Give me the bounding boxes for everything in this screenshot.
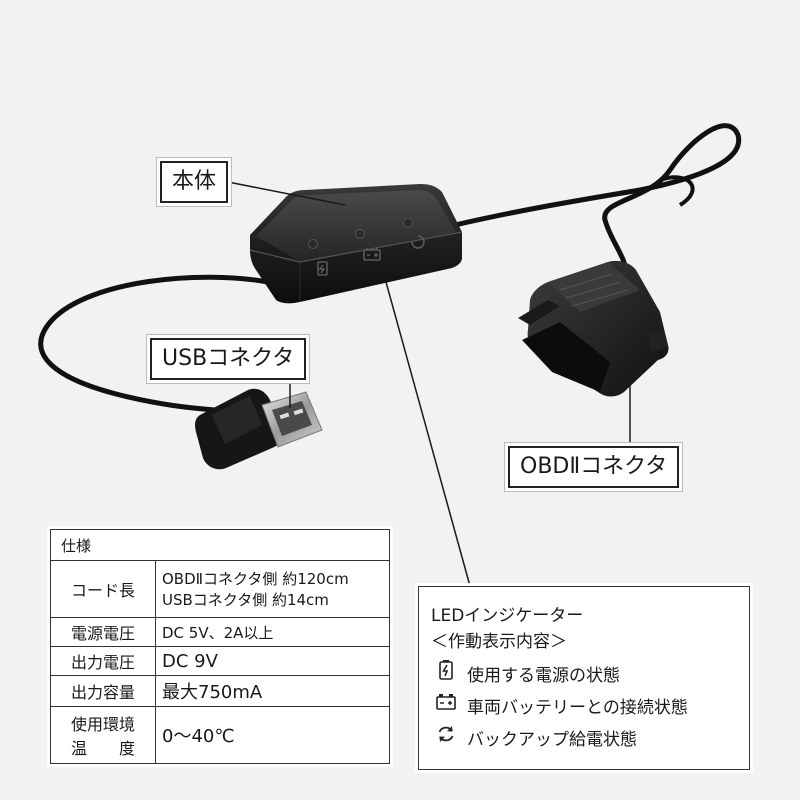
- car-battery-icon: [436, 694, 456, 710]
- device-body: [249, 184, 463, 304]
- callout-usb-connector: USBコネクタ: [150, 338, 307, 380]
- spec-value: OBDⅡコネクタ側 約120cm USBコネクタ側 約14cm: [155, 560, 390, 618]
- callout-body: 本体: [160, 161, 229, 203]
- spec-row-cord-length: コード長 OBDⅡコネクタ側 約120cm USBコネクタ側 約14cm: [50, 560, 390, 618]
- cycle-arrows-icon: [438, 726, 454, 742]
- spec-key: 使用環境 温 度: [50, 706, 156, 764]
- spec-value-line: OBDⅡコネクタ側 約120cm: [162, 570, 349, 588]
- battery-bolt-icon: [439, 660, 453, 680]
- spec-key: コード長: [50, 560, 156, 618]
- spec-value-line: USBコネクタ側 約14cm: [162, 591, 329, 609]
- led-item-label: 使用する電源の状態: [467, 666, 620, 686]
- callout-obd-connector: OBDⅡコネクタ: [508, 446, 680, 488]
- led-indicator-box: LEDインジケーター ＜作動表示内容＞ 使用する電源の状態 車両バッテリーとの接…: [418, 586, 750, 770]
- spec-value: DC 9V: [155, 646, 390, 676]
- spec-key: 電源電圧: [50, 617, 156, 647]
- obd-cable: [452, 123, 742, 283]
- led-box-subtitle: ＜作動表示内容＞: [431, 632, 567, 652]
- led-box-title: LEDインジケーター: [431, 606, 584, 626]
- spec-header-row: 仕様: [50, 529, 390, 561]
- spec-value: 0〜40℃: [155, 706, 390, 764]
- backup-power-icon: [411, 235, 425, 249]
- car-battery-icon: [363, 248, 381, 261]
- usb-connector: [195, 388, 323, 470]
- spec-row-output-voltage: 出力電圧 DC 9V: [50, 646, 390, 676]
- led-mid: [355, 229, 365, 239]
- spec-value: 最大750mA: [155, 675, 390, 707]
- spec-row-output-capacity: 出力容量 最大750mA: [50, 675, 390, 707]
- body-leader: [227, 181, 346, 206]
- spec-key: 出力容量: [50, 675, 156, 707]
- spec-key: 出力電圧: [50, 646, 156, 676]
- led-leader: [385, 281, 471, 587]
- led-item-label: 車両バッテリーとの接続状態: [467, 698, 688, 718]
- led-right: [403, 218, 413, 228]
- spec-value: DC 5V、2A以上: [155, 617, 390, 647]
- usb-cable: [38, 274, 271, 413]
- spec-table: 仕様 コード長 OBDⅡコネクタ側 約120cm USBコネクタ側 約14cm …: [50, 529, 390, 764]
- spec-key-line: 温 度: [70, 739, 135, 758]
- obd-connector: [518, 260, 669, 397]
- spec-key-line: 使用環境: [70, 715, 135, 734]
- spec-row-input-voltage: 電源電圧 DC 5V、2A以上: [50, 617, 390, 647]
- spec-title: 仕様: [50, 529, 390, 561]
- led-left: [308, 239, 318, 249]
- led-item-label: バックアップ給電状態: [467, 730, 637, 750]
- battery-charge-icon: [317, 261, 328, 276]
- spec-row-operating-temperature: 使用環境 温 度 0〜40℃: [50, 706, 390, 764]
